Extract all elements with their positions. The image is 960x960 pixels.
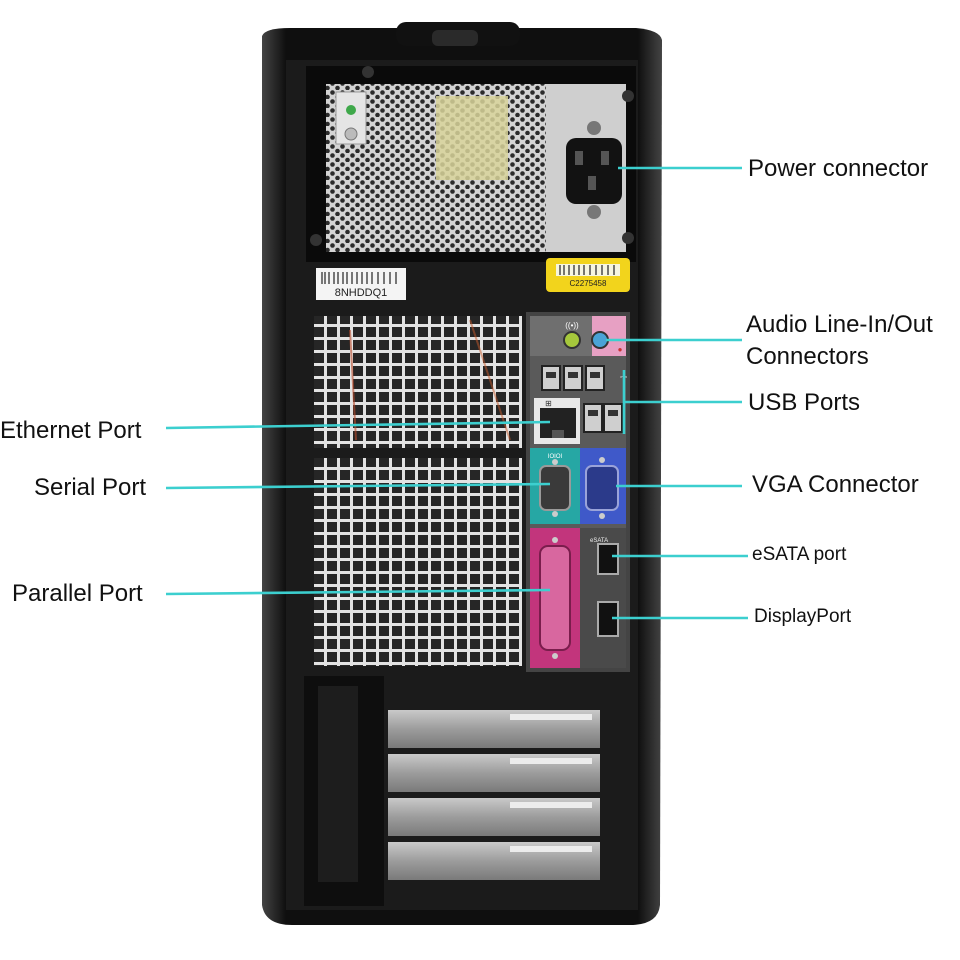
expansion-slots bbox=[304, 676, 600, 906]
parallel-port-label: Parallel Port bbox=[12, 580, 143, 607]
esata-port-label: eSATA port bbox=[752, 544, 847, 565]
rear-vent-grille bbox=[314, 316, 522, 666]
usb-ports: ⎓ bbox=[541, 365, 627, 433]
vga-connector-label: VGA Connector bbox=[752, 471, 919, 498]
ethernet-port-label: Ethernet Port bbox=[0, 417, 142, 444]
esata-marking: eSATA bbox=[590, 538, 608, 544]
displayport-label: DisplayPort bbox=[754, 606, 852, 627]
service-tag-text: 8NHDDQ1 bbox=[335, 287, 388, 299]
service-tag-sticker: 8NHDDQ1 bbox=[316, 268, 406, 300]
vga-connector[interactable] bbox=[585, 465, 619, 511]
power-connector-label: Power connector bbox=[748, 155, 928, 182]
serial-marking: IOIOI bbox=[548, 454, 563, 460]
usb-ports-label: USB Ports bbox=[748, 389, 860, 416]
io-panel: ((•)) ● ⎓ ⊞ IOIOI bbox=[526, 312, 630, 672]
callout-labels: Power connector Audio Line-In/Out Connec… bbox=[0, 155, 933, 627]
parallel-port[interactable] bbox=[539, 545, 571, 651]
power-supply bbox=[306, 66, 636, 262]
callout-lines bbox=[165, 166, 748, 620]
audio-line-out-jack[interactable] bbox=[563, 331, 581, 349]
usb-port[interactable] bbox=[583, 403, 603, 433]
serial-port-label: Serial Port bbox=[34, 474, 146, 501]
audio-connectors-label-line1: Audio Line-In/Out bbox=[746, 311, 933, 338]
microphone-icon: ● bbox=[618, 345, 623, 354]
usb-port[interactable] bbox=[603, 403, 623, 433]
network-icon: ⊞ bbox=[545, 399, 552, 408]
led-icon bbox=[346, 105, 356, 115]
barcode-sticker: C2275458 bbox=[546, 258, 630, 292]
audio-line-in-jack[interactable] bbox=[591, 331, 609, 349]
barcode-number-text: C2275458 bbox=[570, 279, 607, 288]
audio-connectors-label-line2: Connectors bbox=[746, 343, 869, 370]
serial-port[interactable] bbox=[539, 465, 571, 511]
power-connector[interactable] bbox=[566, 138, 622, 204]
headphone-icon: ((•)) bbox=[565, 321, 579, 330]
esata-port[interactable] bbox=[597, 543, 619, 575]
power-switch-icon[interactable] bbox=[344, 127, 358, 141]
